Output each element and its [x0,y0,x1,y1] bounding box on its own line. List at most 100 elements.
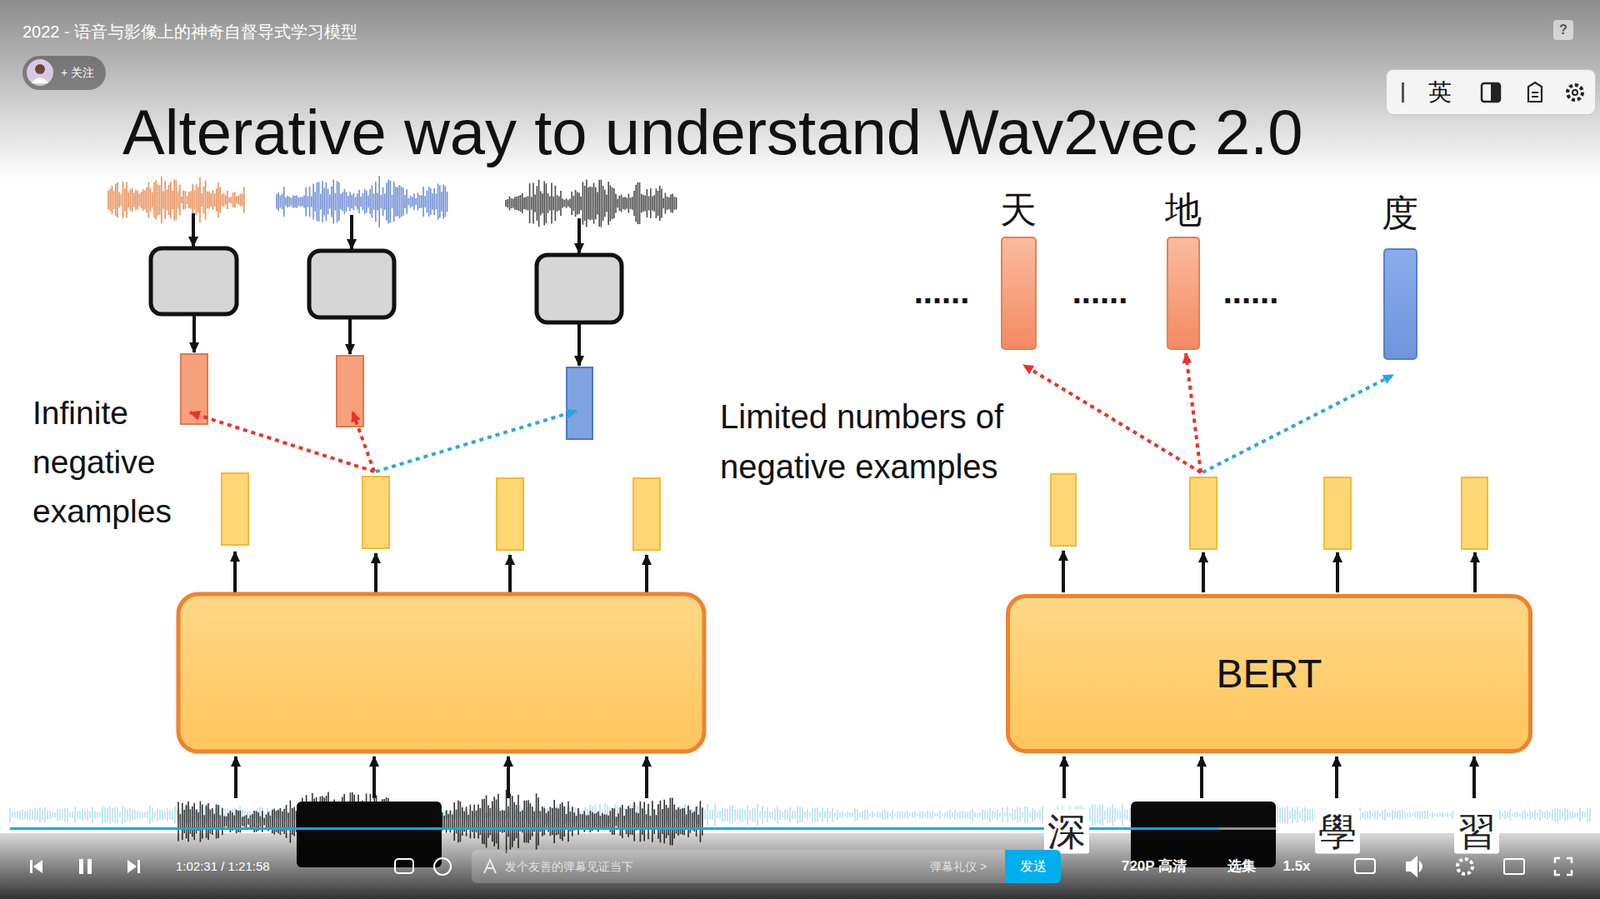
dotted-arrow [190,412,375,472]
fullscreen-icon [1555,858,1572,875]
video-title: 2022 - 语音与影像上的神奇自督导式学习模型 [22,22,358,42]
output-vector [1461,477,1488,550]
help-button: ? [1553,20,1574,40]
danmaku-input: 发个友善的弹幕见证当下 弹幕礼仪 > 发送 [471,850,1061,884]
arrow [577,218,581,254]
danmaku-icon [395,859,414,874]
subtitle-icon [1355,859,1375,874]
next-icon [127,860,140,874]
note-icon [1528,82,1542,102]
output-vector [1324,477,1351,550]
token-embedding [1000,236,1037,350]
output-vector [496,478,524,550]
avatar-head [35,64,45,75]
arrow [1061,550,1065,593]
token-label: 度 [1373,193,1427,234]
arrow [1335,756,1339,799]
waveform [505,179,677,227]
split-icon-fill [1490,83,1500,102]
arrow [348,319,352,355]
arrow [577,324,581,366]
token-label: 天 [991,190,1045,230]
arrow [1335,552,1340,593]
arrow [1200,756,1204,799]
token-node: 地 [1156,190,1210,350]
cnn-encoder [536,255,622,323]
avatar-body [31,77,49,84]
annotation: Limited numbers of negative examples [720,391,1070,492]
output-vector [1050,474,1076,546]
dotted-arrow [375,410,577,472]
ellipsis: ...... [1072,272,1129,311]
waveform [108,176,245,225]
input-token: 學 [1315,810,1360,855]
arrow [1473,552,1477,593]
token-node: 天 [991,190,1045,350]
arrow [506,756,510,799]
model-label: BERT [1215,650,1322,697]
output-vector [1190,477,1217,550]
token-embedding [1383,248,1418,360]
arrow [374,553,378,593]
send-button-text: 发送 [1020,858,1047,876]
slide-title: Alterative way to understand Wav2vec 2.0 [122,93,1304,172]
arrow [191,213,195,247]
top-shade [0,0,1600,180]
font-icon [480,856,500,877]
input-token: 習 [1454,810,1500,855]
arrow [234,756,238,799]
danmaku-placeholder: 发个友善的弹幕见证当下 [505,859,634,875]
arrow [192,315,196,353]
annotation: Infinite negative examples [32,388,212,536]
cnn-encoder [309,250,395,318]
arrow [350,215,354,250]
negative-vector [566,367,593,440]
split-icon [1481,83,1500,102]
danmaku-setting-icon [434,858,451,875]
arrow [645,756,649,799]
output-vector [633,478,660,550]
waveform [276,175,448,228]
dotted-arrow [352,411,375,472]
dotted-arrow [1023,365,1201,473]
output-vector [362,476,390,549]
toolbar-panel: 英 [1385,69,1596,115]
font-icon-glyph [484,860,496,874]
dotted-arrow [1185,353,1201,473]
ellipsis: ...... [914,272,970,311]
token-label: 地 [1156,190,1210,230]
negative-vector [336,355,364,427]
arrow [508,555,512,593]
arrow [645,555,649,593]
positive-vector [180,354,208,425]
follow-button-text: + 关注 [60,65,95,81]
pip-icon [1504,859,1525,875]
token-node: 度 [1373,193,1427,360]
toolbar-separator [1401,82,1405,103]
cnn-encoder [150,248,237,315]
arrow [1201,552,1205,593]
toolbar-icons [1386,70,1597,116]
bert-box: BERT [1005,594,1533,754]
token-embedding [1166,236,1200,350]
arrow [372,756,376,799]
arrow [1062,756,1066,799]
prev-icon [30,860,43,874]
arrow [233,551,237,593]
avatar-circle [26,59,54,86]
ellipsis: ...... [1223,272,1280,311]
settings-icon [1457,859,1473,875]
translate-button-text: 英 [1428,79,1452,106]
send-button: 发送 [1005,850,1061,884]
avatar [25,58,55,87]
transformer-box [178,594,705,752]
time-display: 1:02:31 / 1:21:58 [175,859,270,874]
help-icon-text: ? [1559,23,1568,37]
dotted-arrow [1202,375,1394,473]
settings-icon [1567,85,1583,100]
settings-icon-core [1572,90,1578,95]
danmaku-etiquette-link: 弹幕礼仪 > [930,859,987,875]
follow-button: + 关注 [22,55,106,90]
input-token: 深 [1044,810,1090,855]
